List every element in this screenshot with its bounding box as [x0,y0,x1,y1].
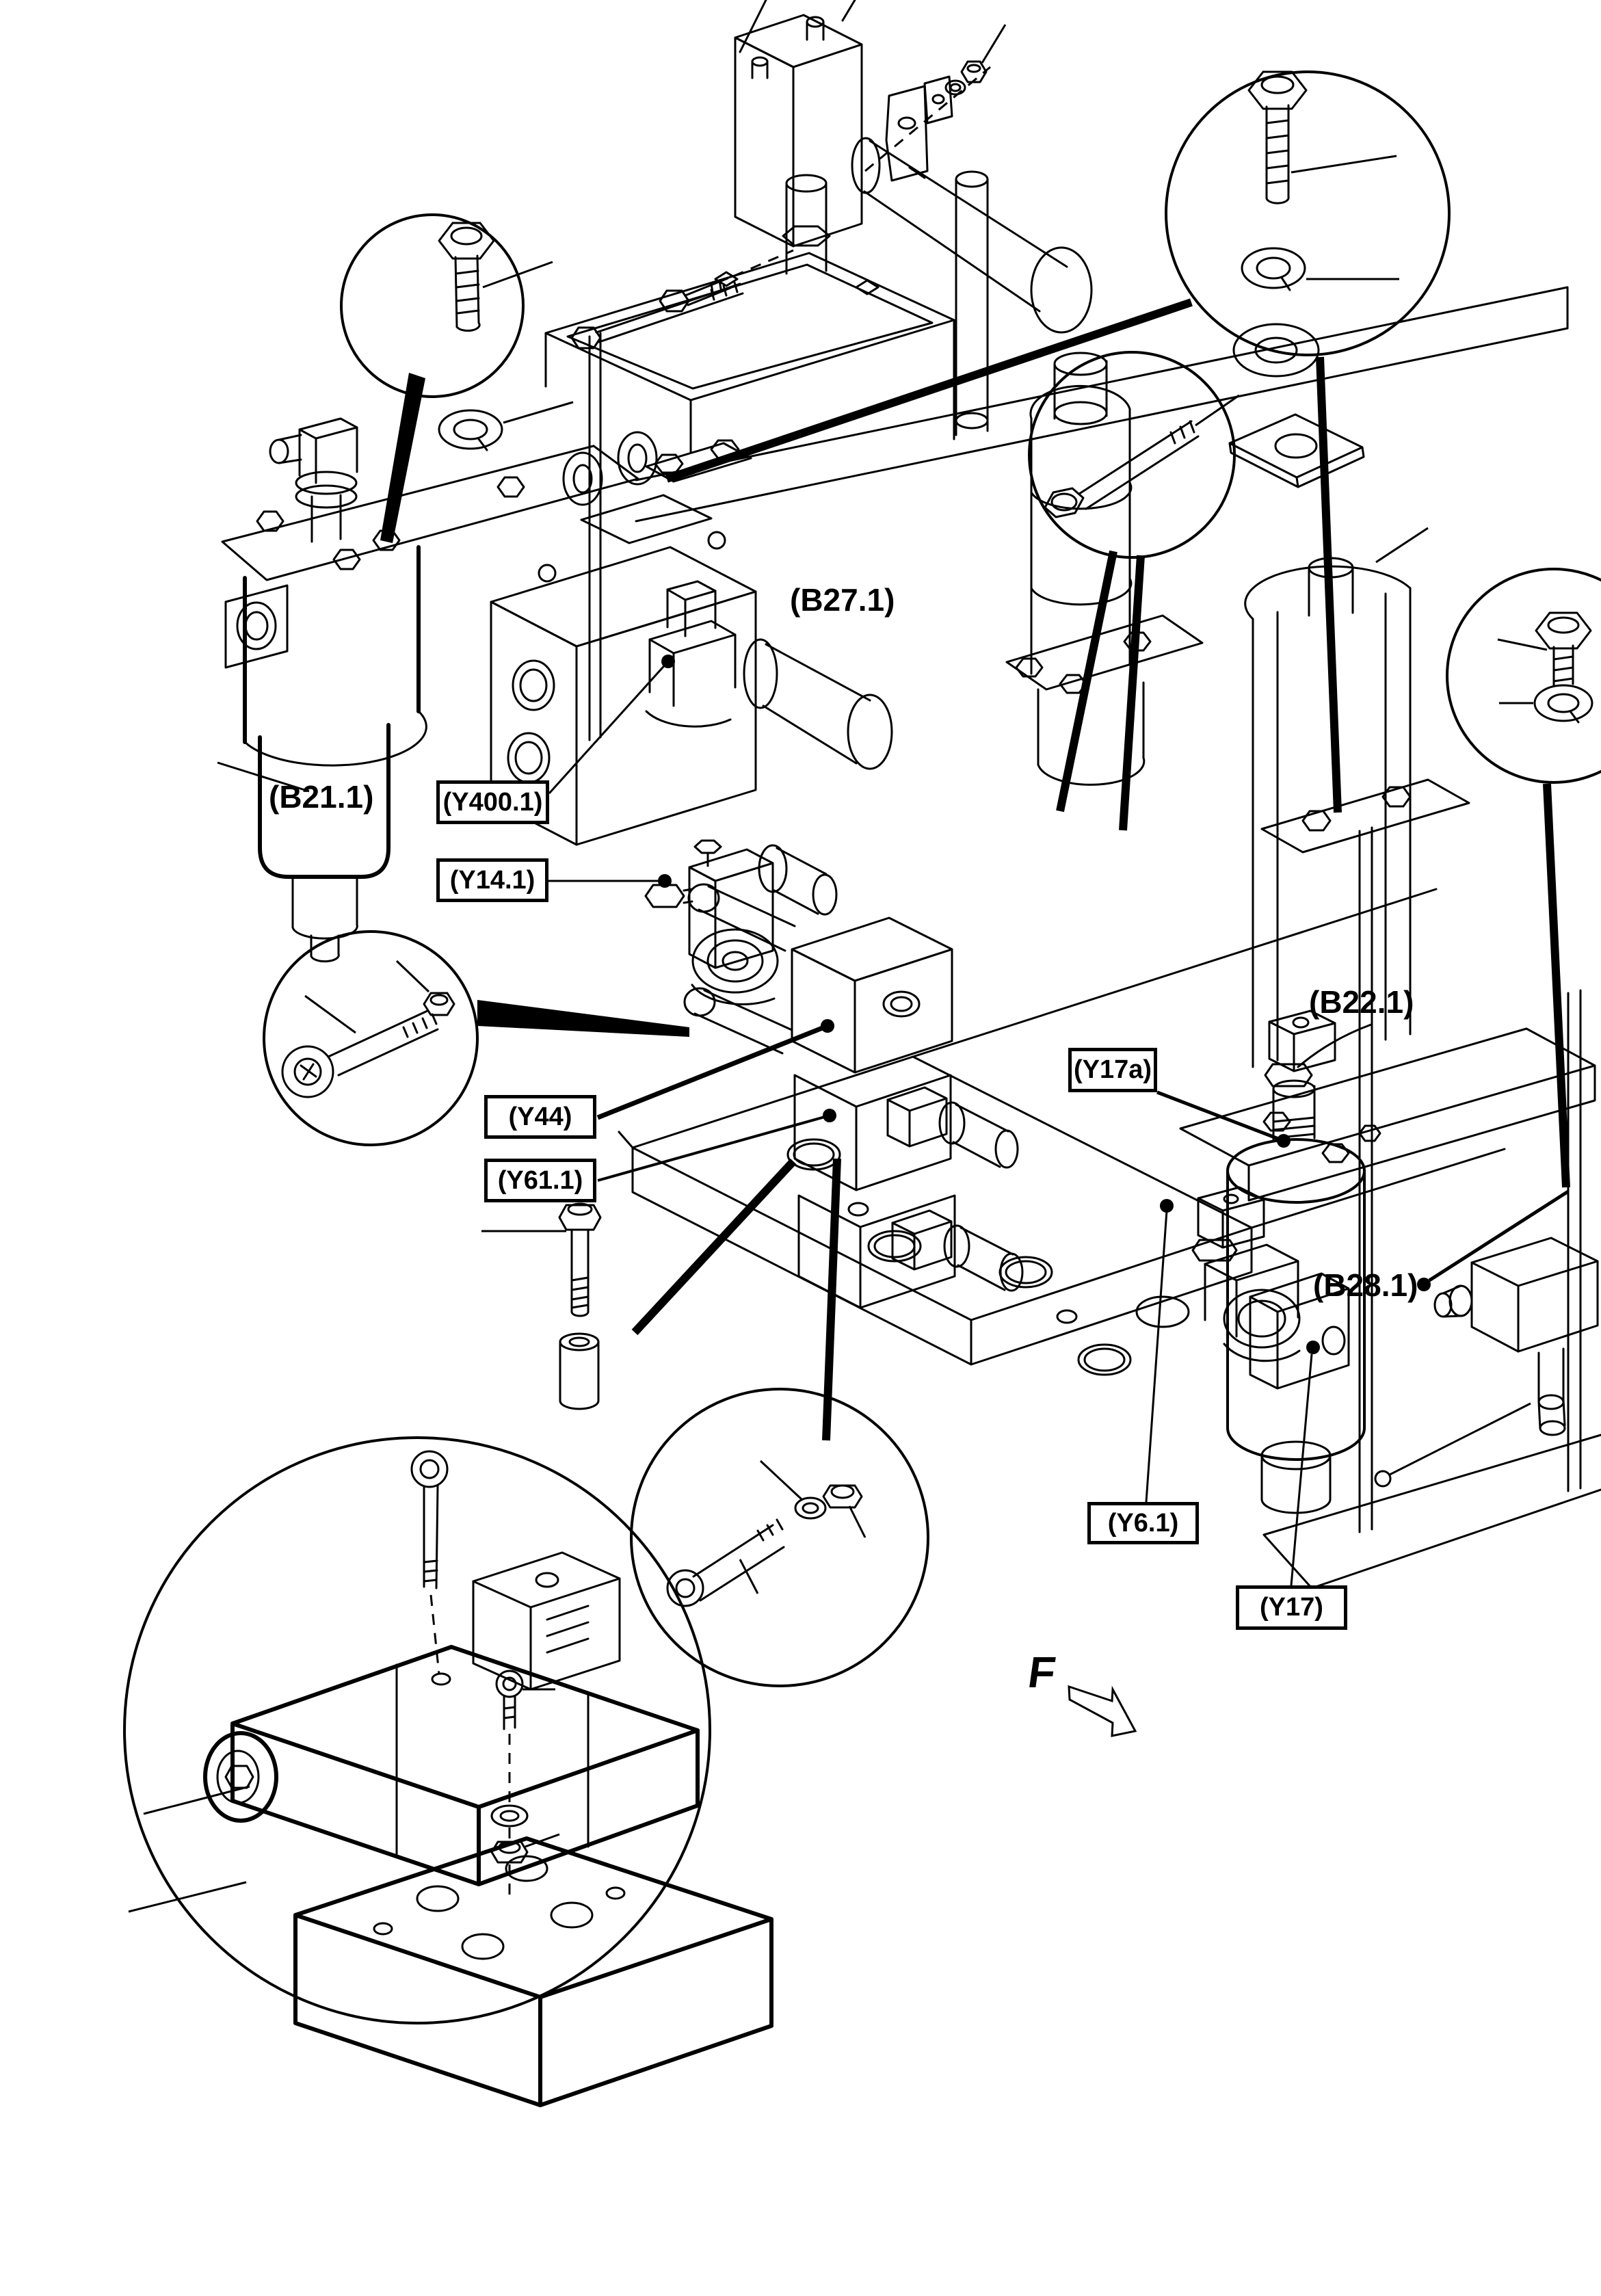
view-direction-arrow [1068,1685,1137,1737]
callout-y17: (Y17) [1236,1585,1347,1630]
filter-bowl-b28 [1226,1138,1366,1514]
detail-circle-mounting-hardware [630,1388,929,1687]
callout-y61-1: (Y61.1) [484,1159,596,1202]
pressure-switch-y17a [1264,1010,1336,1142]
callout-b21-1: (B21.1) [269,779,374,815]
callout-y17a: (Y17a) [1068,1048,1157,1092]
callout-y14-1: (Y14.1) [436,858,548,902]
mounting-rail [588,286,1569,741]
solenoid-valve-y14 [644,839,838,1005]
valve-manifold-stack [683,883,1024,1309]
callout-leaders [548,655,1570,1586]
detail-circle-directional-valve [123,1436,773,2107]
callout-y400-1: (Y400.1) [436,780,549,824]
drain-valve [1374,1237,1599,1488]
detail-circle-bolt-washer-2 [1446,568,1601,784]
accumulator-b27 [1005,352,1204,786]
main-valve-block [490,431,893,846]
filter-b21-assembly [217,417,639,963]
callout-b28-1: (B28.1) [1313,1267,1418,1303]
callout-y6-1: (Y6.1) [1087,1502,1199,1544]
bolt-and-spacer [481,1202,602,1410]
detail-circle-screw-nut [263,930,479,1146]
filter-b22-assembly [1244,527,1470,1068]
solenoid-valve-y6 [1191,1186,1301,1362]
top-exploded-valve [570,14,1093,349]
callout-b22-1: (B22.1) [1309,984,1414,1020]
callout-b27-1: (B27.1) [790,582,895,618]
detail-circle-fastener-set [1165,70,1451,488]
detail-circle-bolt-washer-1 [340,213,574,451]
detail-circle-long-bolt [1028,351,1240,559]
thick-leader-lines [380,298,1570,1441]
callout-y44: (Y44) [484,1095,596,1139]
